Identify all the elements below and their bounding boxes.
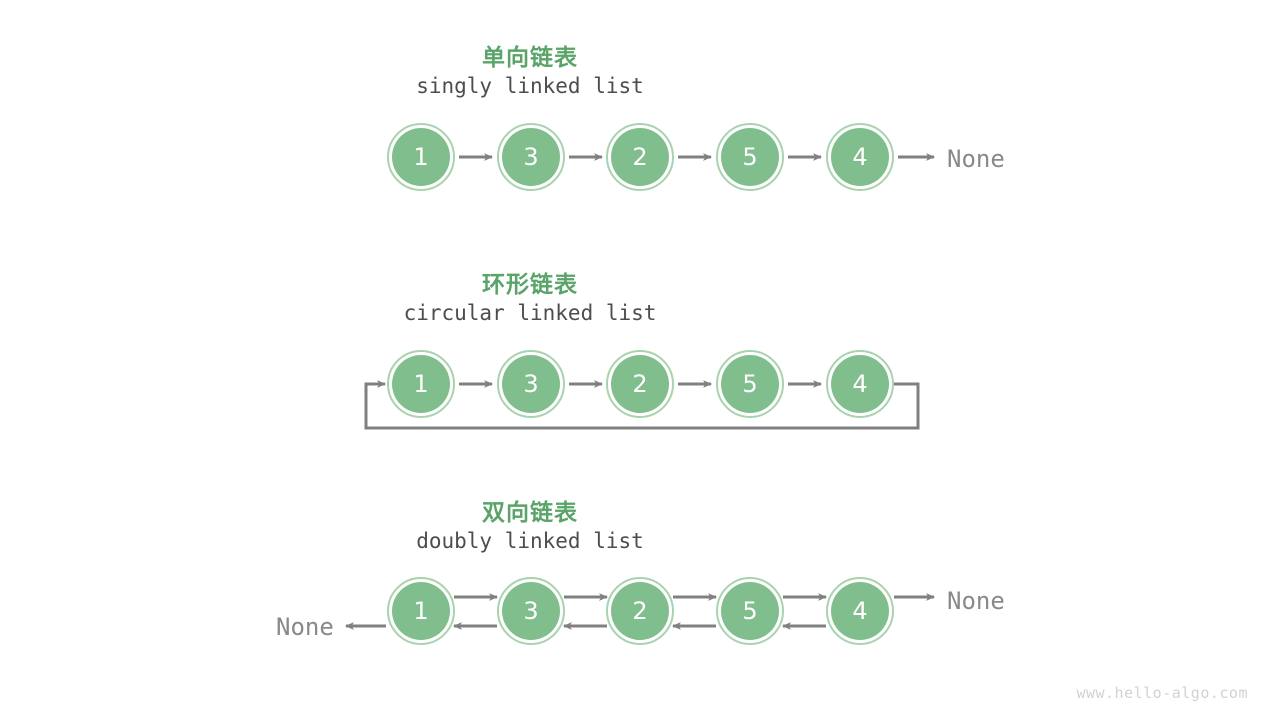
node-value: 5 bbox=[742, 143, 758, 171]
list-node[interactable]: 4 bbox=[826, 123, 894, 191]
node-disc: 3 bbox=[502, 128, 560, 186]
doubly-title: 双向链表 bbox=[482, 500, 578, 526]
list-node[interactable]: 5 bbox=[716, 123, 784, 191]
node-disc: 1 bbox=[392, 355, 450, 413]
node-disc: 1 bbox=[392, 582, 450, 640]
node-disc: 4 bbox=[831, 355, 889, 413]
node-disc: 5 bbox=[721, 582, 779, 640]
doubly-head-none-label: None bbox=[276, 613, 334, 641]
node-value: 1 bbox=[413, 143, 429, 171]
watermark: www.hello-algo.com bbox=[1076, 684, 1248, 702]
node-disc: 4 bbox=[831, 582, 889, 640]
list-node[interactable]: 5 bbox=[716, 577, 784, 645]
list-node[interactable]: 4 bbox=[826, 577, 894, 645]
node-value: 3 bbox=[523, 597, 539, 625]
node-disc: 2 bbox=[611, 582, 669, 640]
doubly-tail-none-label: None bbox=[947, 587, 1005, 615]
node-value: 4 bbox=[852, 370, 868, 398]
circular-subtitle: circular linked list bbox=[403, 301, 657, 325]
node-value: 5 bbox=[742, 370, 758, 398]
list-node[interactable]: 1 bbox=[387, 350, 455, 418]
node-disc: 2 bbox=[611, 355, 669, 413]
node-value: 2 bbox=[632, 370, 648, 398]
node-value: 2 bbox=[632, 597, 648, 625]
node-value: 4 bbox=[852, 597, 868, 625]
node-value: 1 bbox=[413, 370, 429, 398]
list-node[interactable]: 1 bbox=[387, 123, 455, 191]
list-node[interactable]: 3 bbox=[497, 350, 565, 418]
doubly-subtitle: doubly linked list bbox=[416, 529, 644, 553]
list-node[interactable]: 2 bbox=[606, 350, 674, 418]
node-disc: 5 bbox=[721, 128, 779, 186]
circular-title: 环形链表 bbox=[482, 272, 578, 298]
node-value: 3 bbox=[523, 370, 539, 398]
singly-title: 单向链表 bbox=[482, 45, 578, 71]
list-node[interactable]: 2 bbox=[606, 123, 674, 191]
node-disc: 3 bbox=[502, 355, 560, 413]
node-disc: 5 bbox=[721, 355, 779, 413]
list-node[interactable]: 1 bbox=[387, 577, 455, 645]
node-disc: 2 bbox=[611, 128, 669, 186]
singly-subtitle: singly linked list bbox=[416, 74, 644, 98]
list-node[interactable]: 4 bbox=[826, 350, 894, 418]
list-node[interactable]: 3 bbox=[497, 577, 565, 645]
list-node[interactable]: 3 bbox=[497, 123, 565, 191]
node-disc: 3 bbox=[502, 582, 560, 640]
node-value: 4 bbox=[852, 143, 868, 171]
node-disc: 1 bbox=[392, 128, 450, 186]
node-value: 2 bbox=[632, 143, 648, 171]
node-disc: 4 bbox=[831, 128, 889, 186]
list-node[interactable]: 2 bbox=[606, 577, 674, 645]
node-value: 1 bbox=[413, 597, 429, 625]
list-node[interactable]: 5 bbox=[716, 350, 784, 418]
singly-tail-none-label: None bbox=[947, 145, 1005, 173]
node-value: 3 bbox=[523, 143, 539, 171]
node-value: 5 bbox=[742, 597, 758, 625]
